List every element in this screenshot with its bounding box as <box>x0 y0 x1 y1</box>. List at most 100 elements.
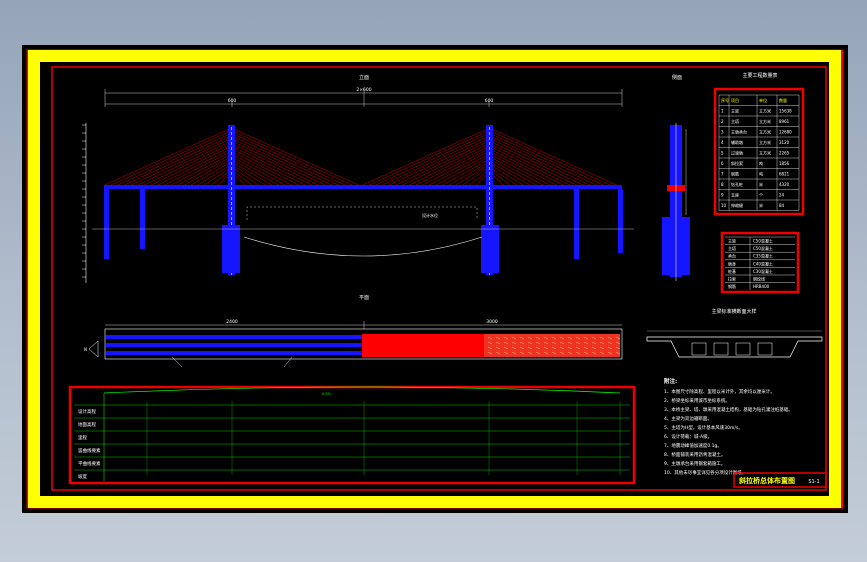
quantity-cell: 数量 <box>779 97 787 103</box>
quantity-cell: 支座 <box>731 192 739 198</box>
note-item: 2、桥梁坐标采用城市坐标系统。 <box>664 397 730 404</box>
quantity-cell: 立方米 <box>759 139 771 145</box>
material-item: 墩身 <box>728 260 736 266</box>
quantity-table-title: 主要工程数量表 <box>742 72 777 79</box>
material-spec: C30混凝土 <box>753 268 773 274</box>
svg-text:N: N <box>84 347 87 352</box>
material-spec: 钢绞线 <box>753 276 765 282</box>
quantity-cell: 15638 <box>779 109 792 114</box>
quantity-cell: 钢筋 <box>731 171 739 177</box>
quantity-cell: 10 <box>721 203 727 208</box>
yellow-frame <box>28 50 841 508</box>
transition-pier-right <box>618 189 623 253</box>
elevation-scale <box>82 123 87 283</box>
auxiliary-pier-left <box>140 189 145 249</box>
quantity-cell: 2265 <box>779 151 790 156</box>
plan-view: 2400 3000 N <box>84 319 623 368</box>
girder-cross-section <box>646 330 823 358</box>
dim-total: 2×600 <box>356 87 371 93</box>
notes: 附注: 1、本图尺寸除高程、里程以米计外，其余均以厘米计。 2、桥梁坐标采用城市坐… <box>664 377 793 476</box>
note-item: 1、本图尺寸除高程、里程以米计外，其余均以厘米计。 <box>664 388 775 395</box>
quantity-cell: 单位 <box>759 97 767 103</box>
quantity-cell: 24 <box>779 193 785 198</box>
quantity-cell: 12680 <box>779 130 792 135</box>
auxiliary-pier-right <box>574 189 579 259</box>
material-item: 主塔 <box>728 245 736 251</box>
elevation-title: 立面 <box>359 74 369 81</box>
quantity-cell: 2 <box>721 119 724 124</box>
material-item: 桩基 <box>728 268 736 274</box>
plan-dim-right: 3000 <box>486 319 498 325</box>
quantity-cell: 项目 <box>731 97 739 103</box>
note-item: 4、主梁为双边箱断面。 <box>664 415 712 422</box>
quantity-cell: 7 <box>721 172 724 177</box>
title-block: 斜拉桥总体布置图 S1-1 <box>733 472 827 488</box>
cross-section-title: 主梁标准横断面大样 <box>711 308 756 315</box>
transition-pier-left <box>104 189 109 259</box>
material-spec: C35混凝土 <box>753 253 773 259</box>
quantity-cell: 过渡墩 <box>731 150 743 156</box>
note-item: 5、主塔为H型，设计基本风速30m/s。 <box>664 424 743 431</box>
quantity-cell: 6821 <box>779 172 790 177</box>
note-item: 7、地震动峰值加速度0.1g。 <box>664 442 722 449</box>
quantity-cell: 6 <box>721 161 724 166</box>
note-item: 10、其他未尽事宜详见各分项设计图纸。 <box>664 469 746 476</box>
material-spec: C40混凝土 <box>753 260 773 266</box>
note-item: 8、桥面铺装采用沥青混凝土。 <box>664 451 725 458</box>
dim-left: 600 <box>228 98 237 104</box>
profile-row-label: 竖曲线要素 <box>78 447 101 454</box>
canvas-bg <box>22 45 848 513</box>
profile-row-label: 坡度 <box>78 473 87 480</box>
quantity-cell: 主梁 <box>731 108 739 114</box>
quantity-cell: 钻孔桩 <box>731 181 743 187</box>
material-item: 承台 <box>728 253 736 259</box>
profile-row-label: 设计高程 <box>78 408 96 415</box>
quantity-cell: 84 <box>779 203 785 208</box>
quantity-cell: 9 <box>721 193 724 198</box>
quantity-cell: 斜拉索 <box>731 160 743 166</box>
profile-curve <box>103 386 621 394</box>
elevation-dimension-lines <box>104 89 623 107</box>
stay-cables <box>104 127 617 186</box>
material-item: 钢筋 <box>728 283 736 289</box>
material-item: 拉索 <box>728 276 736 282</box>
quantity-cell: 个 <box>759 193 763 198</box>
quantity-cell: 序号 <box>721 97 729 103</box>
notes-title: 附注: <box>664 377 677 385</box>
quantity-cell: 5 <box>721 151 724 156</box>
profile-row-label: 平曲线要素 <box>78 460 101 467</box>
cad-viewport[interactable]: 立面 2×600 600 600 设计水位 侧面 <box>22 45 848 513</box>
quantity-cell: 辅助墩 <box>731 139 743 145</box>
quantity-cell: 立方米 <box>759 150 771 156</box>
main-girder <box>104 185 622 189</box>
quantity-cell: 1856 <box>779 161 790 166</box>
quantity-cell: 4 <box>721 140 724 145</box>
note-item: 3、本桥主梁、塔、墩采用混凝土结构，基础为钻孔灌注桩基础。 <box>664 406 793 413</box>
note-item: 9、主墩承台采用钢套箱施工。 <box>664 460 725 467</box>
bridge-drawing: 立面 2×600 600 600 设计水位 侧面 <box>22 45 848 513</box>
quantity-cell: 伸缩缝 <box>731 202 743 208</box>
material-item: 主梁 <box>728 238 736 244</box>
foundation-right <box>481 225 499 273</box>
material-spec: C50混凝土 <box>753 238 773 244</box>
side-view <box>662 123 690 281</box>
side-title: 侧面 <box>672 74 682 81</box>
quantity-cell: 米 <box>759 202 763 208</box>
quantity-cell: 主墩承台 <box>731 129 747 135</box>
quantity-cell: 主塔 <box>731 118 739 124</box>
foundation-left <box>222 225 240 273</box>
quantity-cell: 4320 <box>779 182 790 187</box>
dim-right: 600 <box>485 98 494 104</box>
quantity-cell: 8 <box>721 182 724 187</box>
material-spec: HRB400 <box>753 284 770 289</box>
quantity-cell: 3120 <box>779 140 790 145</box>
quantity-cell: 米 <box>759 181 763 187</box>
quantity-cell: 1 <box>721 109 724 114</box>
plan-title: 平面 <box>359 295 369 301</box>
profile-row-label: 地面高程 <box>78 421 96 428</box>
quantity-cell: 立方米 <box>759 108 771 114</box>
quantity-cell: 立方米 <box>759 129 771 135</box>
